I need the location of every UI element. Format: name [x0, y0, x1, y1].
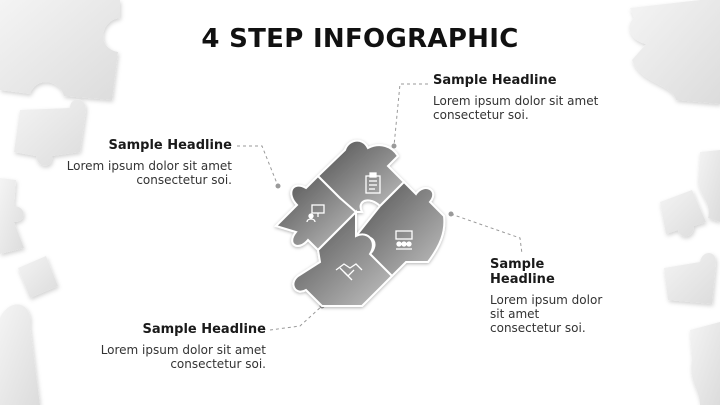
bg-puzzle-piece	[664, 253, 716, 304]
connector-line	[237, 145, 279, 187]
clipboard-icon	[365, 172, 381, 194]
step-body: Lorem ipsum dolor sit amet consectetur s…	[100, 343, 266, 371]
bg-puzzle-piece	[698, 150, 720, 222]
step-1: Sample Headline Lorem ipsum dolor sit am…	[32, 138, 232, 187]
connector-dot	[275, 183, 281, 189]
puzzle-piece-4	[292, 209, 394, 307]
step-headline: Sample Headline	[142, 322, 266, 337]
bg-puzzle-piece	[660, 190, 706, 237]
step-body: Lorem ipsum dolor sit amet consectetur s…	[433, 94, 599, 122]
puzzle-piece-2	[316, 139, 406, 213]
step-headline: Sample Headline	[108, 138, 232, 153]
connector-line	[393, 83, 428, 147]
connector-dot	[391, 143, 397, 149]
step-2: Sample Headline Lorem ipsum dolor sit am…	[433, 73, 633, 122]
bg-puzzle-piece	[0, 0, 120, 100]
step-4: Sample Headline Lorem ipsum dolor sit am…	[66, 322, 266, 371]
bg-puzzle-piece	[690, 322, 720, 405]
connector-dot	[448, 211, 454, 217]
step-body: Lorem ipsum dolor sit amet consectetur s…	[490, 293, 603, 335]
bg-puzzle-piece	[629, 0, 720, 104]
connector-line	[450, 213, 523, 255]
step-headline: Sample Headline	[433, 73, 557, 88]
handshake-icon	[335, 263, 363, 281]
step-3: Sample Headline Lorem ipsum dolor sit am…	[404, 257, 604, 335]
connector-line	[269, 305, 323, 331]
bg-puzzle-piece	[14, 99, 86, 166]
bg-puzzle-piece	[18, 256, 58, 298]
meeting-icon	[395, 230, 413, 250]
connector-lines	[237, 83, 523, 331]
bg-puzzle-piece	[0, 304, 40, 405]
presentation-icon	[306, 204, 325, 223]
step-headline: Sample Headline	[490, 257, 555, 287]
page-title: 4 STEP INFOGRAPHIC	[201, 24, 519, 55]
bg-puzzle-piece	[0, 178, 24, 254]
step-body: Lorem ipsum dolor sit amet consectetur s…	[66, 159, 232, 187]
